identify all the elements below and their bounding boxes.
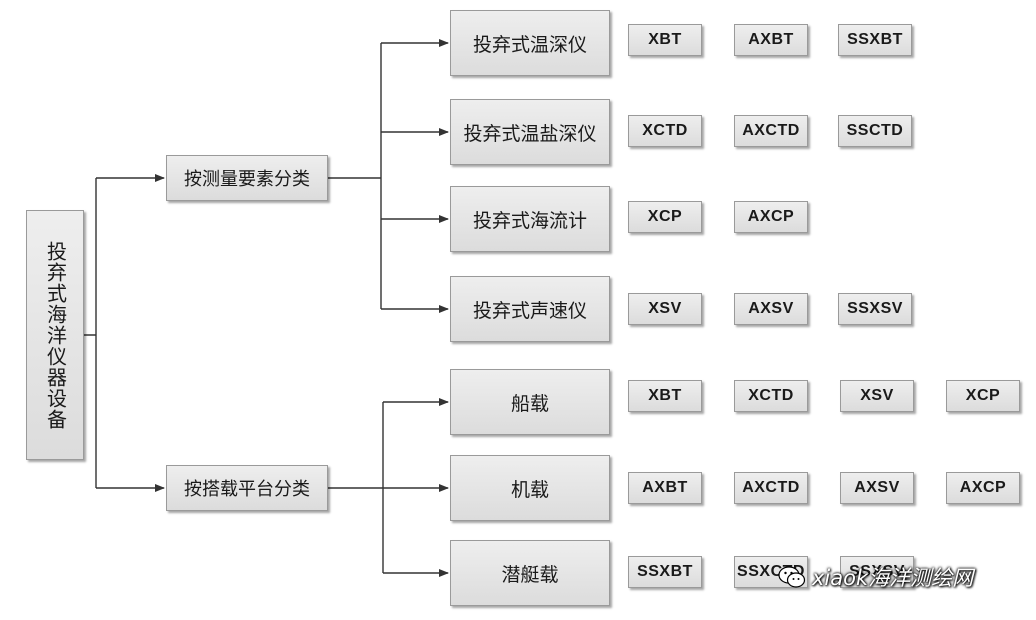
code-box: AXBT [628,472,702,504]
code-box: AXBT [734,24,808,56]
connector-category-2 [328,402,384,573]
code-box: AXCP [946,472,1020,504]
code-box: AXCTD [734,472,808,504]
code-box: SSCTD [838,115,912,147]
code-box: SSXSV [838,293,912,325]
code-box: XSV [628,293,702,325]
code-box: XBT [628,380,702,412]
group-xsv-type: 投弃式声速仪 [450,276,610,342]
connector-root [84,178,97,488]
watermark-text: xiaok海洋测绘网 [812,566,974,590]
wechat-icon [778,565,806,589]
root-node: 投弃式海洋仪器设备 [26,210,84,460]
watermark: xiaok海洋测绘网 [778,559,1026,595]
code-box: XSV [840,380,914,412]
category-by-platform: 按搭载平台分类 [166,465,328,511]
group-shipborne: 船载 [450,369,610,435]
code-box: XBT [628,24,702,56]
code-box: AXCTD [734,115,808,147]
group-xctd-type: 投弃式温盐深仪 [450,99,610,165]
code-box: SSXBT [628,556,702,588]
group-xbt-type: 投弃式温深仪 [450,10,610,76]
connector-category-1 [328,43,382,309]
group-submarine: 潜艇载 [450,540,610,606]
code-box: XCP [946,380,1020,412]
code-box: XCP [628,201,702,233]
code-box: AXCP [734,201,808,233]
code-box: SSXBT [838,24,912,56]
code-box: SSXSV [840,556,914,588]
group-xcp-type: 投弃式海流计 [450,186,610,252]
code-box: XCTD [734,380,808,412]
code-box: AXSV [734,293,808,325]
group-airborne: 机载 [450,455,610,521]
category-by-measurement: 按测量要素分类 [166,155,328,201]
code-box: AXSV [840,472,914,504]
code-box: XCTD [628,115,702,147]
